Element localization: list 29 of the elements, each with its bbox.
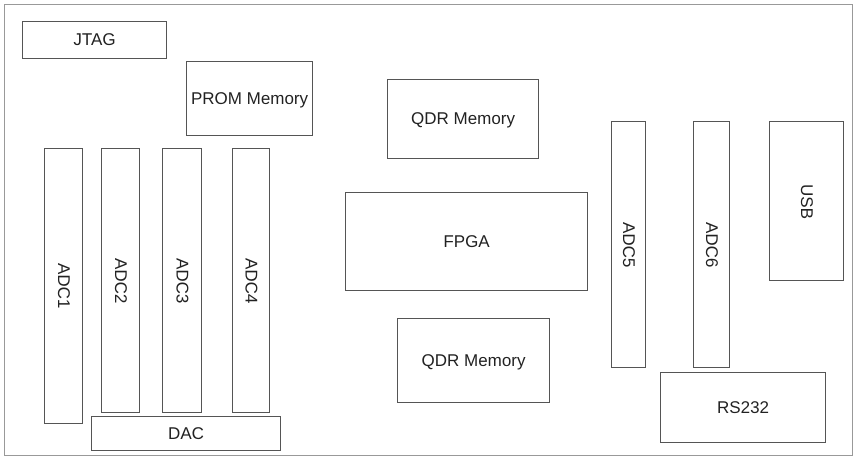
component-box [22,21,167,59]
component-box [611,121,646,368]
component-box [186,61,313,136]
board-outline [4,4,853,456]
component-box [101,148,140,413]
component-label: PROM Memory [190,88,308,110]
component-label: ADC1 [53,263,74,309]
component-box [769,121,844,281]
component-box [387,79,539,159]
component-label: ADC5 [618,222,640,268]
component-label: ADC4 [240,258,262,304]
component-box [660,372,826,443]
component-box [693,121,730,368]
component-label: QDR Memory [422,350,526,372]
component-box [345,192,588,291]
component-label: ADC3 [172,258,193,304]
component-box [91,416,281,451]
component-label: ADC6 [701,222,722,268]
component-box [162,148,202,413]
component-label: QDR Memory [411,108,515,130]
component-box [232,148,270,413]
component-label: FPGA [443,230,490,252]
component-label: ADC2 [110,258,132,304]
component-label: RS232 [717,396,769,418]
component-label: USB [796,184,818,218]
component-box [44,148,83,424]
component-label: JTAG [73,29,116,51]
component-box [397,318,550,403]
component-label: DAC [168,422,204,444]
